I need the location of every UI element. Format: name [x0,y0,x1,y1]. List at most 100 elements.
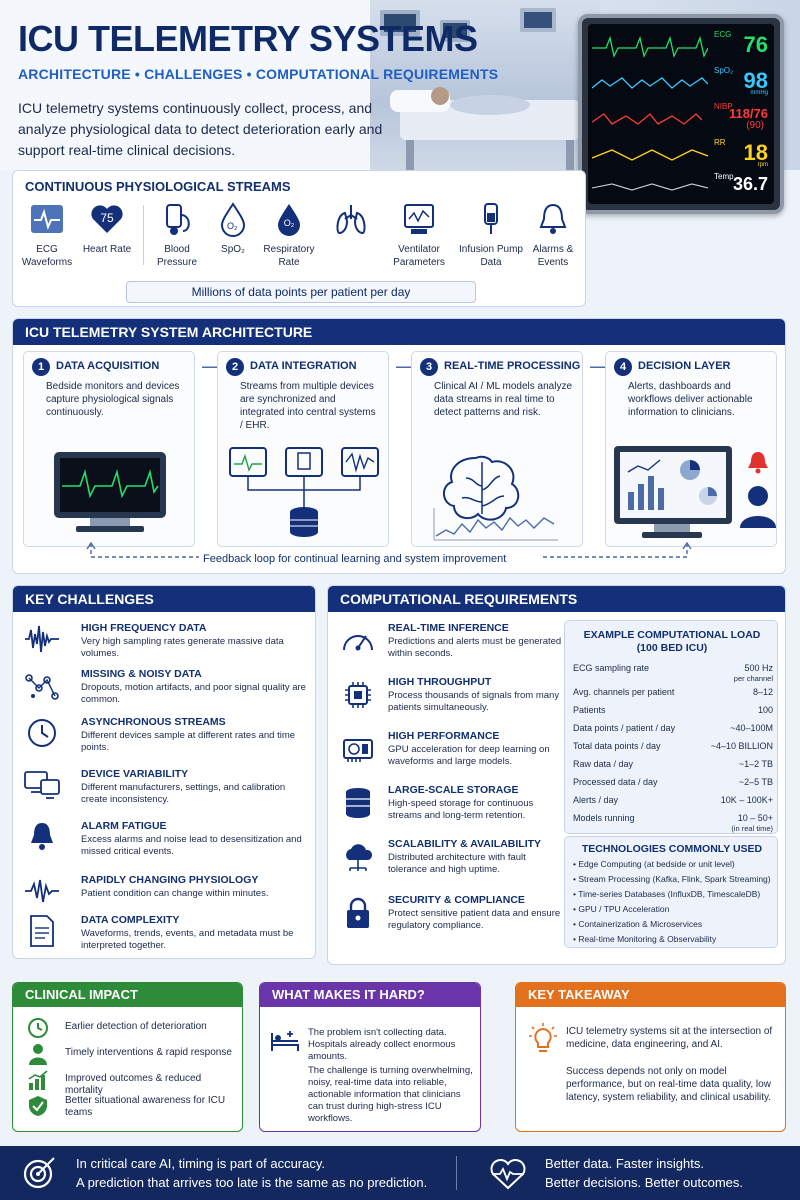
load-key: Avg. channels per patient [573,687,675,697]
load-title-text: EXAMPLE COMPUTATIONAL LOAD [583,629,761,641]
technology-item: • Edge Computing (at bedside or unit lev… [573,859,735,869]
step-title: DECISION LAYER [638,360,731,372]
technology-item: • Real-time Monitoring & Observability [573,934,717,944]
requirement-description: Predictions and alerts must be generated… [388,636,562,659]
requirement-description: High-speed storage for continuous stream… [388,798,534,821]
load-note: per channel [733,674,773,683]
scatter-icon [25,674,59,700]
infusion-icon [473,201,509,237]
requirement-item: REAL-TIME INFERENCE Predictions and aler… [336,620,562,674]
impact-text: Improved outcomes & reduced mortality [65,1073,202,1096]
architecture-title: ICU TELEMETRY SYSTEM ARCHITECTURE [13,319,785,345]
vital-signs-monitor: ECG 76 SpO₂ 98 mmHg NIBP 118/76 (90) RR … [578,14,784,214]
load-value: 10 – 50+ [737,813,773,823]
challenge-description: Different devices sample at different ra… [81,730,296,753]
stream-ventilator: Ventilator Parameters [387,201,451,269]
challenge-item: ASYNCHRONOUS STREAMS Different devices s… [19,714,311,764]
stream-label: Ventilator Parameters [393,244,445,268]
stream-respiratory-rate: O₂ Respiratory Rate [257,201,321,269]
challenge-description: Different manufacturers, settings, and c… [81,782,286,805]
challenge-description: Dropouts, motion artifacts, and poor sig… [81,682,306,705]
requirement-item: SCALABILITY & AVAILABILITY Distributed a… [336,836,562,890]
step-number: 2 [226,358,244,376]
step-data-acquisition: 1 DATA ACQUISITION Bedside monitors and … [23,351,195,547]
challenge-title: DATA COMPLEXITY [81,914,180,926]
step-real-time-processing: 3 REAL-TIME PROCESSING Clinical AI / ML … [411,351,583,547]
challenges-title: KEY CHALLENGES [13,586,315,612]
lock-icon [347,897,369,928]
devices-icon [24,771,60,799]
challenge-item: RAPIDLY CHANGING PHYSIOLOGY Patient cond… [19,872,311,922]
page-subtitle: ARCHITECTURE • CHALLENGES • COMPUTATIONA… [18,66,499,82]
what-makes-it-hard-title: WHAT MAKES IT HARD? [260,983,480,1007]
technology-item: • Time-series Databases (InfluxDB, Times… [573,889,761,899]
integration-diagram-icon [229,447,379,537]
challenge-title: ASYNCHRONOUS STREAMS [81,716,226,728]
key-takeaway-title: KEY TAKEAWAY [516,983,785,1007]
vital-value: 36.7 [732,174,768,194]
technology-item: • Stream Processing (Kafka, Flink, Spark… [573,874,771,884]
load-value: 100 [757,705,773,715]
vital-value: 118/76 [728,106,768,121]
load-subtitle: (100 BED ICU) [636,642,708,654]
challenge-title: MISSING & NOISY DATA [81,668,202,680]
monitor-screen: ECG 76 SpO₂ 98 mmHg NIBP 118/76 (90) RR … [588,24,774,204]
load-title: EXAMPLE COMPUTATIONAL LOAD(100 BED ICU) [565,629,779,655]
stream-label: SpO₂ [221,244,245,255]
streams-title: CONTINUOUS PHYSIOLOGICAL STREAMS [25,179,291,194]
load-note: (in real time) [731,824,773,833]
technologies-title: TECHNOLOGIES COMMONLY USED [581,843,763,855]
load-value: 8–12 [752,687,773,697]
requirement-title: LARGE-SCALE STORAGE [388,784,519,796]
challenge-item: DEVICE VARIABILITY Different manufacture… [19,766,311,816]
technology-item: • Containerization & Microservices [573,919,703,929]
challenge-description: Excess alarms and noise lead to desensit… [81,834,302,857]
load-key: Processed data / day [573,777,658,787]
requirement-item: HIGH THROUGHPUT Process thousands of sig… [336,674,562,728]
takeaway-paragraph-1: ICU telemetry systems sit at the interse… [566,1026,773,1050]
stream-ecg: ECG Waveforms [15,201,79,269]
document-icon [30,915,54,947]
o2-icon: O₂ [271,201,307,237]
page-title: ICU TELEMETRY SYSTEMS [18,18,478,59]
intro-text: ICU telemetry systems continuously colle… [18,100,383,158]
requirement-title: HIGH PERFORMANCE [388,730,500,742]
requirement-item: HIGH PERFORMANCE GPU acceleration for de… [336,728,562,782]
requirement-description: GPU acceleration for deep learning on wa… [388,744,550,767]
challenge-item: DATA COMPLEXITY Waveforms, trends, event… [19,912,311,962]
footer-right-text: Better data. Faster insights.Better deci… [545,1154,743,1192]
requirement-title: HIGH THROUGHPUT [388,676,492,688]
computational-title: COMPUTATIONAL REQUIREMENTS [328,586,785,612]
vital-row-spo2: SpO₂ 98 mmHg [592,64,770,98]
computational-load-table: EXAMPLE COMPUTATIONAL LOAD(100 BED ICU) … [564,620,778,834]
challenge-title: RAPIDLY CHANGING PHYSIOLOGY [81,874,259,886]
requirement-title: SECURITY & COMPLIANCE [388,894,525,906]
clinical-impact-title: CLINICAL IMPACT [13,983,242,1007]
divider [143,205,144,265]
technology-label: Stream Processing (Kafka, Flink, Spark S… [578,874,771,884]
feedback-loop-arrow [86,541,692,558]
chip-icon [345,682,371,708]
stream-spo2: O₂ SpO₂ [201,201,265,256]
load-key: Raw data / day [573,759,634,769]
stream-alarms: Alarms & Events [521,201,585,269]
challenge-title: ALARM FATIGUE [81,820,167,832]
gauge-icon [343,635,373,651]
requirement-description: Protect sensitive patient data and ensur… [388,908,561,931]
vital-unit: rpm [757,162,768,168]
load-value: 500 Hz [744,663,773,673]
vital-label: Temp [714,172,734,181]
load-key: ECG sampling rate [573,663,650,673]
bell-icon [31,823,53,850]
load-key: Models running [573,813,635,823]
technologies-box: TECHNOLOGIES COMMONLY USED • Edge Comput… [564,836,778,948]
clock-icon [28,719,56,747]
drop-icon: O₂ [215,201,251,237]
dashboard-icon [614,446,776,538]
challenge-item: MISSING & NOISY DATA Dropouts, motion ar… [19,666,311,716]
technology-label: GPU / TPU Acceleration [578,904,670,914]
heart-rate-badge: 75 [100,211,114,225]
impact-item: Earlier detection of deterioration [21,1017,236,1043]
load-value: ~2–5 TB [738,777,773,787]
waveform-icon [25,625,59,653]
